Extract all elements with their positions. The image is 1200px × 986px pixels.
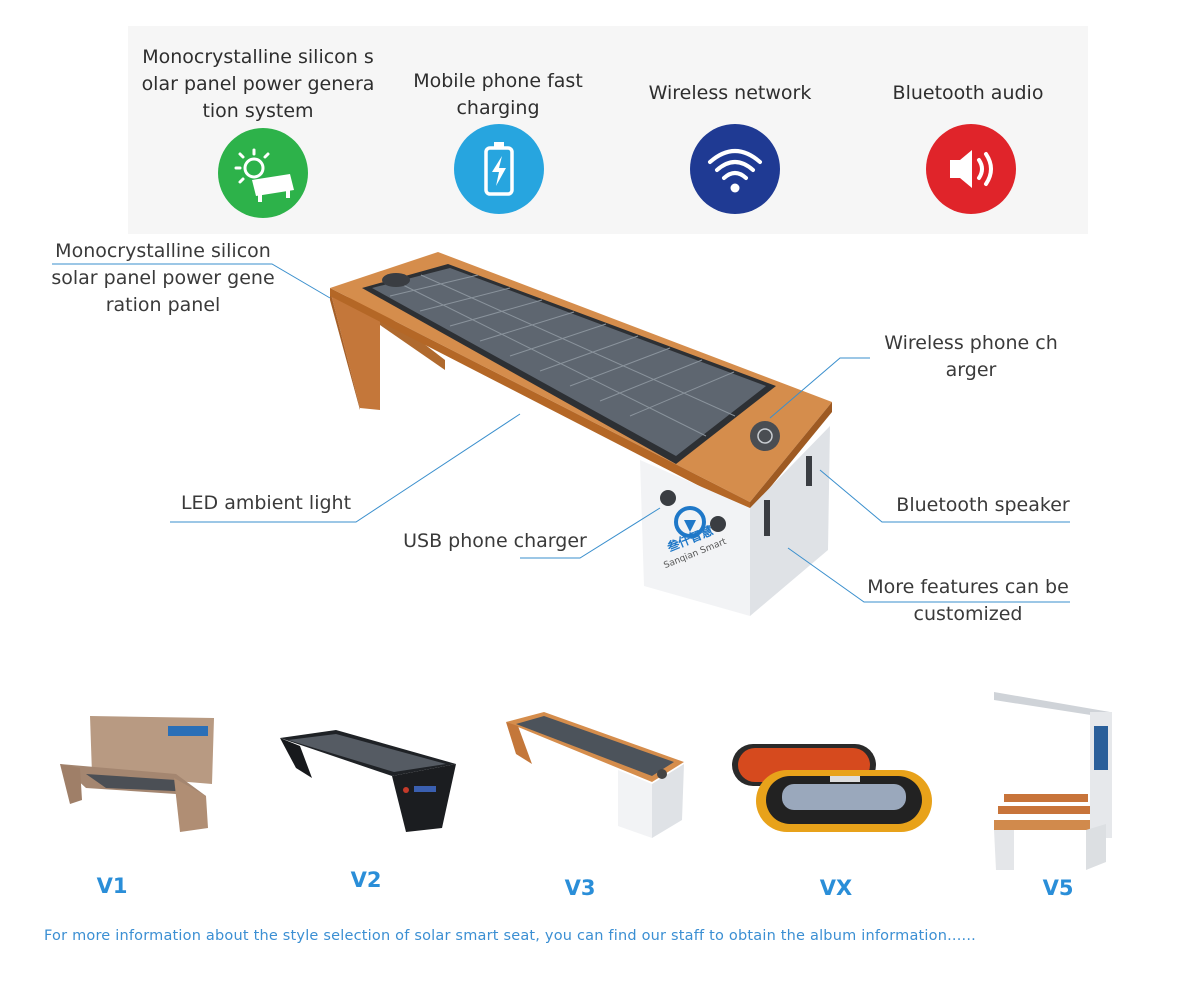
solar-panel-icon xyxy=(218,128,308,218)
solar-bench-main-image xyxy=(330,252,832,616)
variant-v1-image xyxy=(60,716,214,832)
speaker-icon xyxy=(926,124,1016,214)
variant-label-v5: V5 xyxy=(1042,876,1074,900)
feature-charging-title: Mobile phone fast charging xyxy=(398,68,598,122)
callout-more-features: More features can be customized xyxy=(867,576,1069,625)
variant-vx-image xyxy=(732,744,932,832)
footer-note: For more information about the style sel… xyxy=(44,928,976,944)
feature-wifi-title: Wireless network xyxy=(630,80,830,107)
feature-title: Wireless network xyxy=(648,82,812,104)
variant-label-vx: VX xyxy=(819,876,853,900)
callout-bluetooth-speaker: Bluetooth speaker xyxy=(896,494,1070,516)
wifi-icon xyxy=(690,124,780,214)
callout-usb-charger: USB phone charger xyxy=(403,530,587,552)
battery-charging-icon xyxy=(454,124,544,214)
callout-led-light: LED ambient light xyxy=(180,492,352,514)
feature-title: Monocrystalline silicon s olar panel pow… xyxy=(141,46,375,122)
feature-solar-title: Monocrystalline silicon s olar panel pow… xyxy=(138,44,378,125)
feature-audio-title: Bluetooth audio xyxy=(868,80,1068,107)
variant-v2-image xyxy=(280,730,456,832)
feature-title: Bluetooth audio xyxy=(892,82,1044,104)
variant-label-v3: V3 xyxy=(564,876,596,900)
variant-label-v1: V1 xyxy=(96,874,128,898)
variant-label-v2: V2 xyxy=(350,868,382,892)
callout-wireless-charger: Wireless phone ch arger xyxy=(884,332,1058,381)
callout-solar-panel: Monocrystalline silicon solar panel powe… xyxy=(51,240,275,316)
feature-title: Mobile phone fast charging xyxy=(413,70,583,119)
variant-v5-image xyxy=(994,692,1112,870)
variant-v3-image xyxy=(506,712,684,838)
